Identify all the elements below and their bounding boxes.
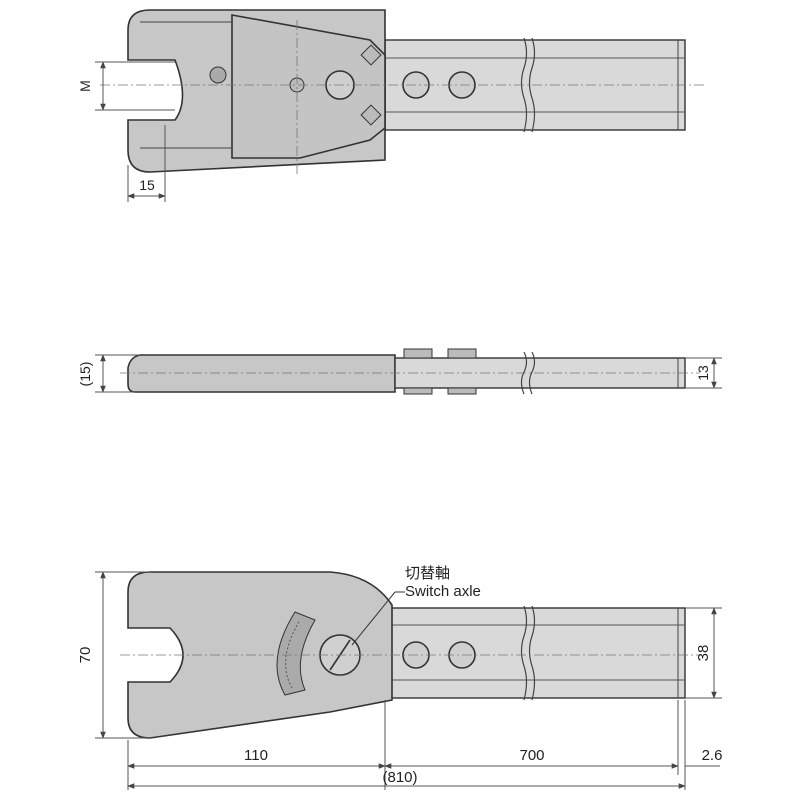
top-screw-upper-icon — [360, 44, 382, 66]
dim-70: 70 — [77, 647, 94, 664]
top-break-mark — [520, 37, 528, 133]
dim-15-paren: (15) — [77, 362, 93, 387]
dim-700: 700 — [519, 747, 544, 764]
top-gear-icon — [209, 66, 227, 84]
top-screw-lower-icon — [360, 104, 382, 126]
top-view: M 15 — [77, 9, 705, 202]
top-cover-plate — [231, 14, 386, 159]
dim-2-6: 2.6 — [702, 747, 723, 764]
dim-13: 13 — [695, 365, 711, 381]
dim-15: 15 — [139, 177, 155, 193]
side-pin-1 — [403, 348, 433, 359]
dim-810: (810) — [382, 769, 417, 786]
dim-110: 110 — [244, 747, 268, 764]
label-m: M — [77, 80, 93, 92]
side-pin-2 — [447, 348, 477, 359]
callout-jp: 切替軸 — [405, 565, 450, 582]
side-head — [127, 354, 396, 393]
dim-38: 38 — [695, 645, 712, 662]
selector-scale — [276, 611, 316, 696]
side-view: (15) 13 — [77, 348, 722, 395]
callout-en: Switch axle — [405, 583, 481, 600]
front-view: 切替軸 Switch axle 70 38 110 700 2.6 (810) — [77, 565, 722, 790]
